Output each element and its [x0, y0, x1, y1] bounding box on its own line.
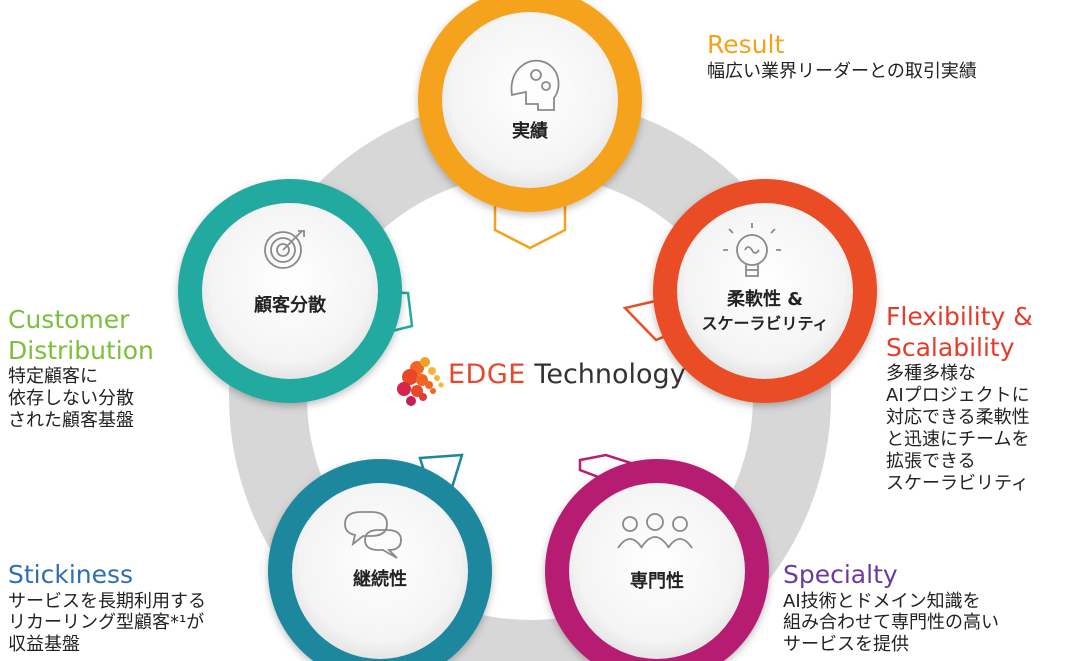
label-flexibility: Flexibility & Scalability 多種多様な AIプロジェクト…: [886, 302, 1033, 495]
node-customer-label: 顧客分散: [254, 295, 326, 316]
label-stickiness: Stickiness サービスを長期利用する リカーリング型顧客*¹が 収益基盤: [8, 560, 206, 656]
brand-name: EDGE Technology: [448, 359, 686, 390]
label-flexibility-line-5: スケーラビリティ: [886, 472, 1029, 494]
label-customer-line-1: 依存しない分散: [8, 387, 134, 409]
label-stickiness-title: Stickiness: [8, 560, 134, 589]
label-specialty-line-2: サービスを提供: [783, 634, 909, 656]
brand-logo-mark: [397, 357, 444, 406]
node-flexibility-line2: スケーラビリティ: [701, 314, 829, 334]
label-flexibility-title-0: Flexibility &: [886, 302, 1033, 331]
label-customer-title-0: Customer: [8, 305, 130, 334]
people-group-icon: [617, 513, 693, 549]
label-flexibility-title-1: Scalability: [886, 332, 1015, 362]
target-icon: [264, 230, 305, 269]
label-result-title: Result: [707, 30, 785, 59]
label-result-line-0: 幅広い業界リーダーとの取引実績: [707, 60, 977, 82]
node-stickiness: [268, 453, 492, 661]
brand-logo: EDGE Technology: [392, 345, 686, 405]
label-specialty: Specialty AI技術とドメイン知識を 組み合わせて専門性の高い サービス…: [783, 560, 999, 656]
label-flexibility-line-4: 拡張できる: [886, 450, 976, 472]
label-flexibility-line-2: 対応できる柔軟性: [886, 406, 1030, 428]
brand-edge: EDGE: [448, 359, 526, 390]
speech-bubbles-icon: [344, 511, 402, 559]
node-flexibility-line1: 柔軟性 &: [727, 289, 803, 310]
label-customer-title-1: Distribution: [8, 335, 154, 365]
label-customer-line-2: された顧客基盤: [8, 409, 134, 431]
label-specialty-title: Specialty: [783, 560, 898, 589]
label-specialty-line-1: 組み合わせて専門性の高い: [783, 612, 999, 634]
label-stickiness-line-0: サービスを長期利用する: [8, 590, 206, 612]
label-flexibility-line-0: 多種多様な: [886, 363, 976, 384]
node-result-label: 実績: [512, 121, 548, 142]
node-specialty-label: 専門性: [630, 571, 684, 592]
node-customer: [178, 179, 414, 403]
node-stickiness-label: 継続性: [353, 569, 407, 590]
node-flexibility-label: 柔軟性 & スケーラビリティ: [680, 288, 850, 337]
label-customer: Customer Distribution 特定顧客に 依存しない分散 された顧…: [8, 305, 154, 432]
label-specialty-line-0: AI技術とドメイン知識を: [783, 590, 981, 612]
label-customer-line-0: 特定顧客に: [8, 366, 98, 387]
label-stickiness-line-1: リカーリング型顧客*¹が: [8, 612, 205, 634]
head-gears-icon: [510, 59, 560, 111]
node-specialty: [545, 453, 769, 661]
node-result: [418, 0, 642, 250]
label-flexibility-line-3: と迅速にチームを: [886, 428, 1030, 450]
label-stickiness-line-2: 収益基盤: [8, 634, 80, 656]
label-flexibility-line-1: AIプロジェクトに: [886, 384, 1030, 406]
label-result: Result 幅広い業界リーダーとの取引実績: [707, 30, 977, 82]
lightbulb-icon: [723, 223, 781, 277]
node-flexibility: [622, 179, 877, 403]
brand-technology: Technology: [525, 359, 686, 390]
